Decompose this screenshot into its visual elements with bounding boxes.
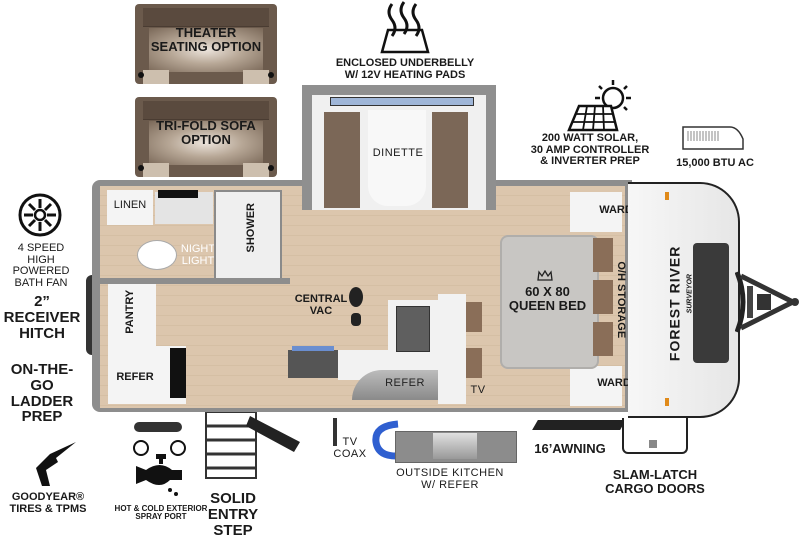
refer-door bbox=[170, 348, 186, 398]
underbelly-label: ENCLOSED UNDERBELLY W/ 12V HEATING PADS bbox=[335, 57, 475, 81]
entry-step bbox=[205, 412, 300, 479]
stove bbox=[288, 350, 338, 378]
crown-icon bbox=[537, 270, 553, 281]
oh-cabinet-3 bbox=[593, 322, 613, 356]
dinette-table bbox=[368, 110, 426, 206]
awning-label: 16’AWNING bbox=[534, 441, 606, 456]
oh-storage-label: O/H STORAGE bbox=[614, 261, 627, 339]
kitchen-refer bbox=[352, 370, 438, 400]
entry-step-label: SOLID ENTRY STEP bbox=[207, 490, 259, 539]
dinette-window bbox=[330, 97, 474, 106]
island-counter bbox=[438, 294, 466, 404]
kitchen-sink bbox=[396, 306, 430, 352]
trailer-tongue bbox=[735, 271, 799, 333]
marker-light-top bbox=[665, 192, 669, 200]
tv-label: TV bbox=[470, 384, 486, 396]
fan-icon bbox=[18, 193, 62, 237]
oh-cabinet-1 bbox=[593, 238, 613, 272]
kitchen-refer-label: REFER bbox=[385, 377, 425, 389]
ward-bottom-label: WARD bbox=[597, 377, 631, 389]
refer-label: REFER bbox=[116, 371, 154, 383]
cargo-door bbox=[622, 418, 688, 454]
ac-unit-icon bbox=[682, 126, 744, 150]
heat-waves-icon bbox=[380, 1, 430, 54]
solar-label: 200 WATT SOLAR, 30 AMP CONTROLLER & INVE… bbox=[530, 132, 650, 168]
bath-fan-label: 4 SPEED HIGH POWERED BATH FAN bbox=[12, 242, 70, 289]
linen-label: LINEN bbox=[113, 199, 147, 211]
solar-panel-sun-icon bbox=[567, 80, 631, 132]
spray-port-label: HOT & COLD EXTERIOR SPRAY PORT bbox=[114, 504, 208, 522]
linen-cabinet bbox=[107, 190, 153, 225]
ward-top-label: WARD bbox=[599, 204, 633, 216]
outside-kitchen-label: OUTSIDE KITCHEN W/ REFER bbox=[396, 467, 504, 491]
cargo-doors-label: SLAM-LATCH CARGO DOORS bbox=[605, 467, 705, 496]
bar-stool-2 bbox=[466, 348, 482, 378]
night-light-label: NIGHT LIGHT bbox=[180, 243, 216, 267]
shower bbox=[214, 190, 282, 282]
dinette-bench-left bbox=[324, 112, 360, 208]
cargo-door-latch bbox=[649, 440, 657, 448]
tri-fold-sofa-option: TRI-FOLD SOFA OPTION bbox=[135, 97, 277, 177]
ac-label: 15,000 BTU AC bbox=[676, 157, 754, 169]
oh-cabinet-2 bbox=[593, 280, 613, 314]
outside-kitchen-refer bbox=[433, 433, 477, 459]
pantry bbox=[108, 284, 156, 346]
water-hose bbox=[372, 420, 399, 460]
brand-logo: FOREST RIVER bbox=[666, 245, 683, 362]
queen-bed bbox=[500, 235, 599, 369]
front-window bbox=[693, 243, 729, 363]
awning bbox=[532, 420, 626, 430]
goodyear-wingfoot-icon bbox=[36, 442, 76, 486]
faucet-hot-cold-icon bbox=[133, 440, 186, 496]
shower-label: SHOWER bbox=[245, 203, 258, 253]
tv-coax-cable bbox=[333, 418, 337, 446]
central-vac-label: CENTRAL VAC bbox=[294, 293, 348, 317]
tv-coax-label: TV COAX bbox=[333, 436, 367, 460]
sub-brand-logo: SURVEYOR bbox=[686, 274, 694, 314]
stove-burners bbox=[292, 346, 334, 351]
theater-seating-label: THEATER SEATING OPTION bbox=[150, 25, 262, 55]
wardrobe-top bbox=[570, 192, 622, 232]
tri-fold-sofa-label: TRI-FOLD SOFA OPTION bbox=[156, 118, 256, 148]
theater-seating-option: THEATER SEATING OPTION bbox=[135, 4, 277, 84]
rear-bumper bbox=[86, 275, 96, 355]
bath-mirror bbox=[158, 190, 198, 198]
toilet bbox=[137, 240, 177, 270]
tires-label: GOODYEAR® TIRES & TPMS bbox=[9, 491, 87, 515]
bar-stool-1 bbox=[466, 302, 482, 332]
boot-print-icon bbox=[349, 287, 363, 326]
queen-bed-label: 60 X 80 QUEEN BED bbox=[508, 284, 587, 313]
ladder-label: ON-THE-GO LADDER PREP bbox=[10, 361, 74, 426]
hitch-label: 2” RECEIVER HITCH bbox=[3, 293, 81, 342]
dinette-bench-right bbox=[432, 112, 468, 208]
marker-light-bottom bbox=[665, 398, 669, 406]
bath-wall bbox=[100, 278, 290, 284]
spray-port-fixture bbox=[134, 422, 182, 432]
dinette-label: DINETTE bbox=[372, 147, 424, 159]
pantry-label: PANTRY bbox=[124, 289, 137, 334]
wardrobe-bottom bbox=[570, 366, 622, 406]
